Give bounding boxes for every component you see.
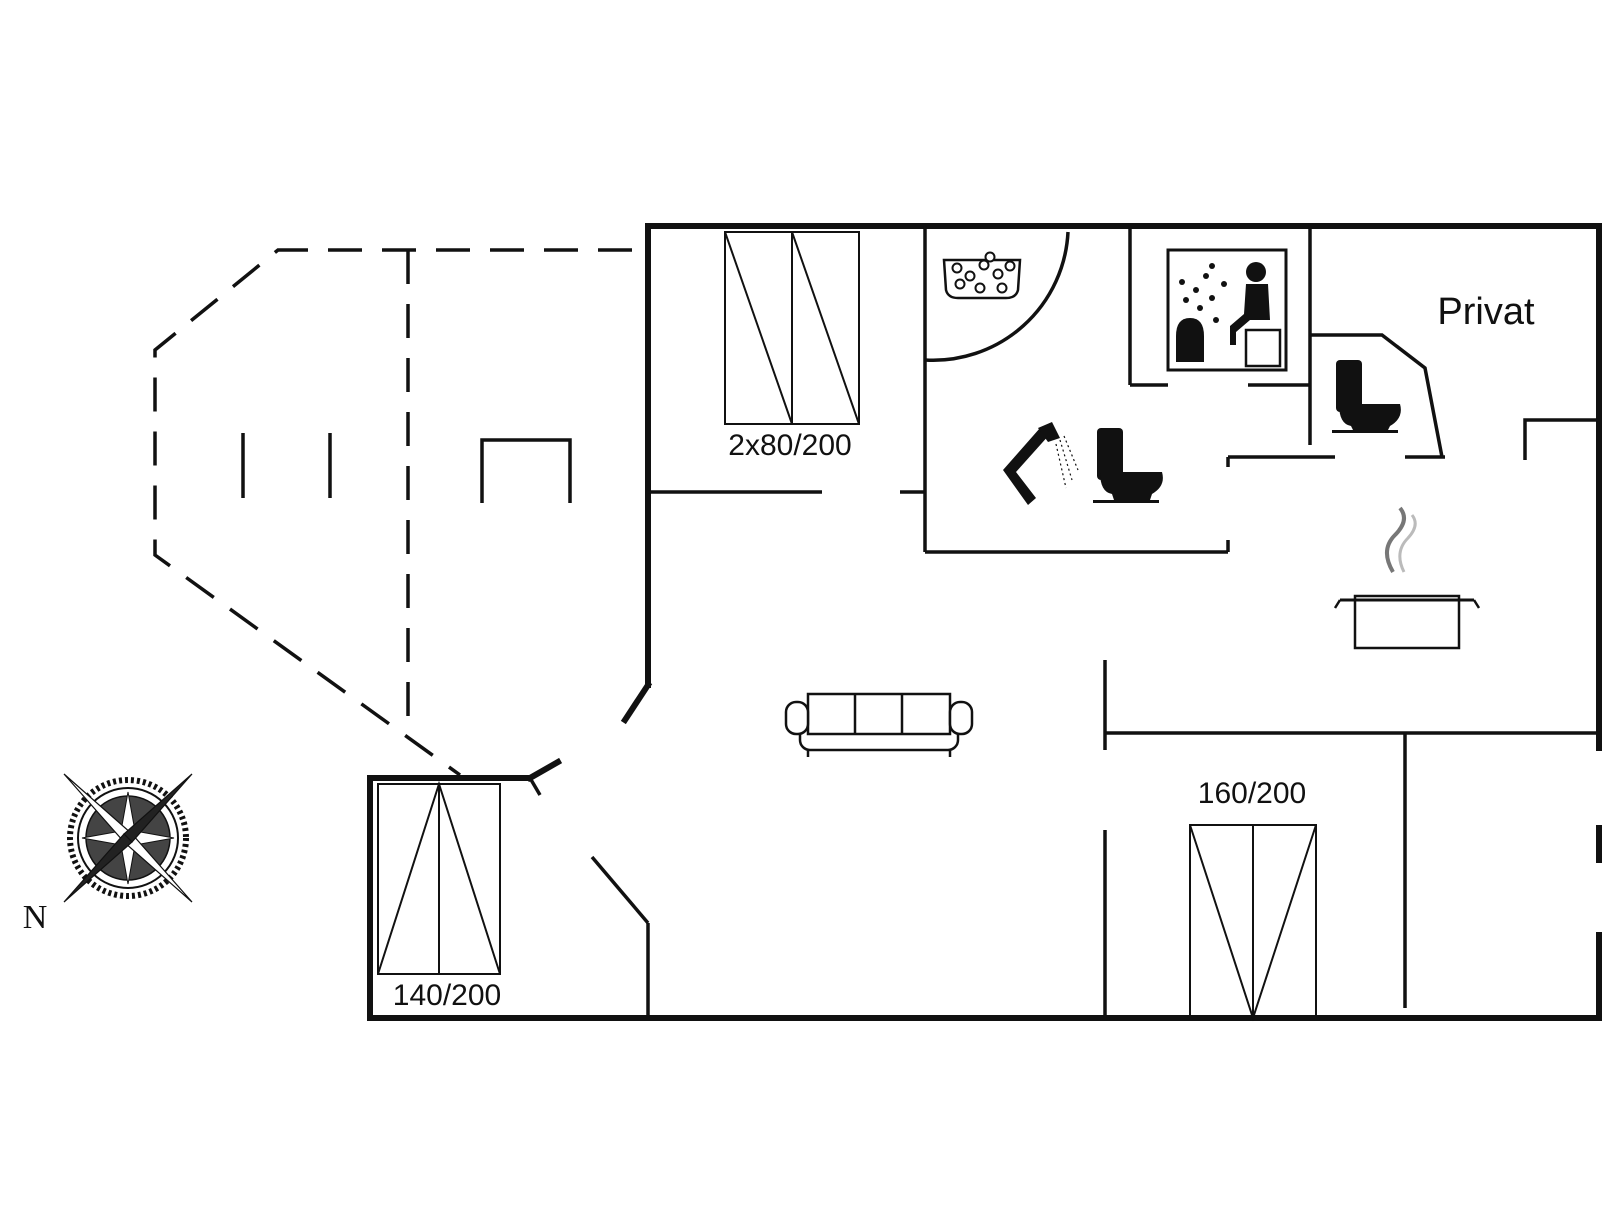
whirlpool-spa-icon [924,231,1070,362]
sauna-icon [1166,248,1288,372]
sofa-icon [784,692,974,757]
double-bed-left-label: 140/200 [393,979,501,1012]
shower-icon [1003,422,1079,505]
north-label: N [23,899,48,936]
terrace-outline [153,248,632,777]
twin-beds [724,231,860,425]
twin-bed-label: 2x80/200 [728,429,851,462]
cooking-pot-icon [1333,506,1481,650]
toilet-icon-private-wc [1332,360,1401,433]
compass-rose-icon [63,773,193,903]
double-bed-right-label: 160/200 [1198,777,1306,810]
interior-walls [648,226,1599,1018]
double-bed-right [1189,824,1317,1022]
toilet-icon [1093,428,1163,503]
outer-walls [367,223,1602,1021]
private-room-label: Privat [1437,291,1535,333]
double-bed-left [377,780,501,975]
